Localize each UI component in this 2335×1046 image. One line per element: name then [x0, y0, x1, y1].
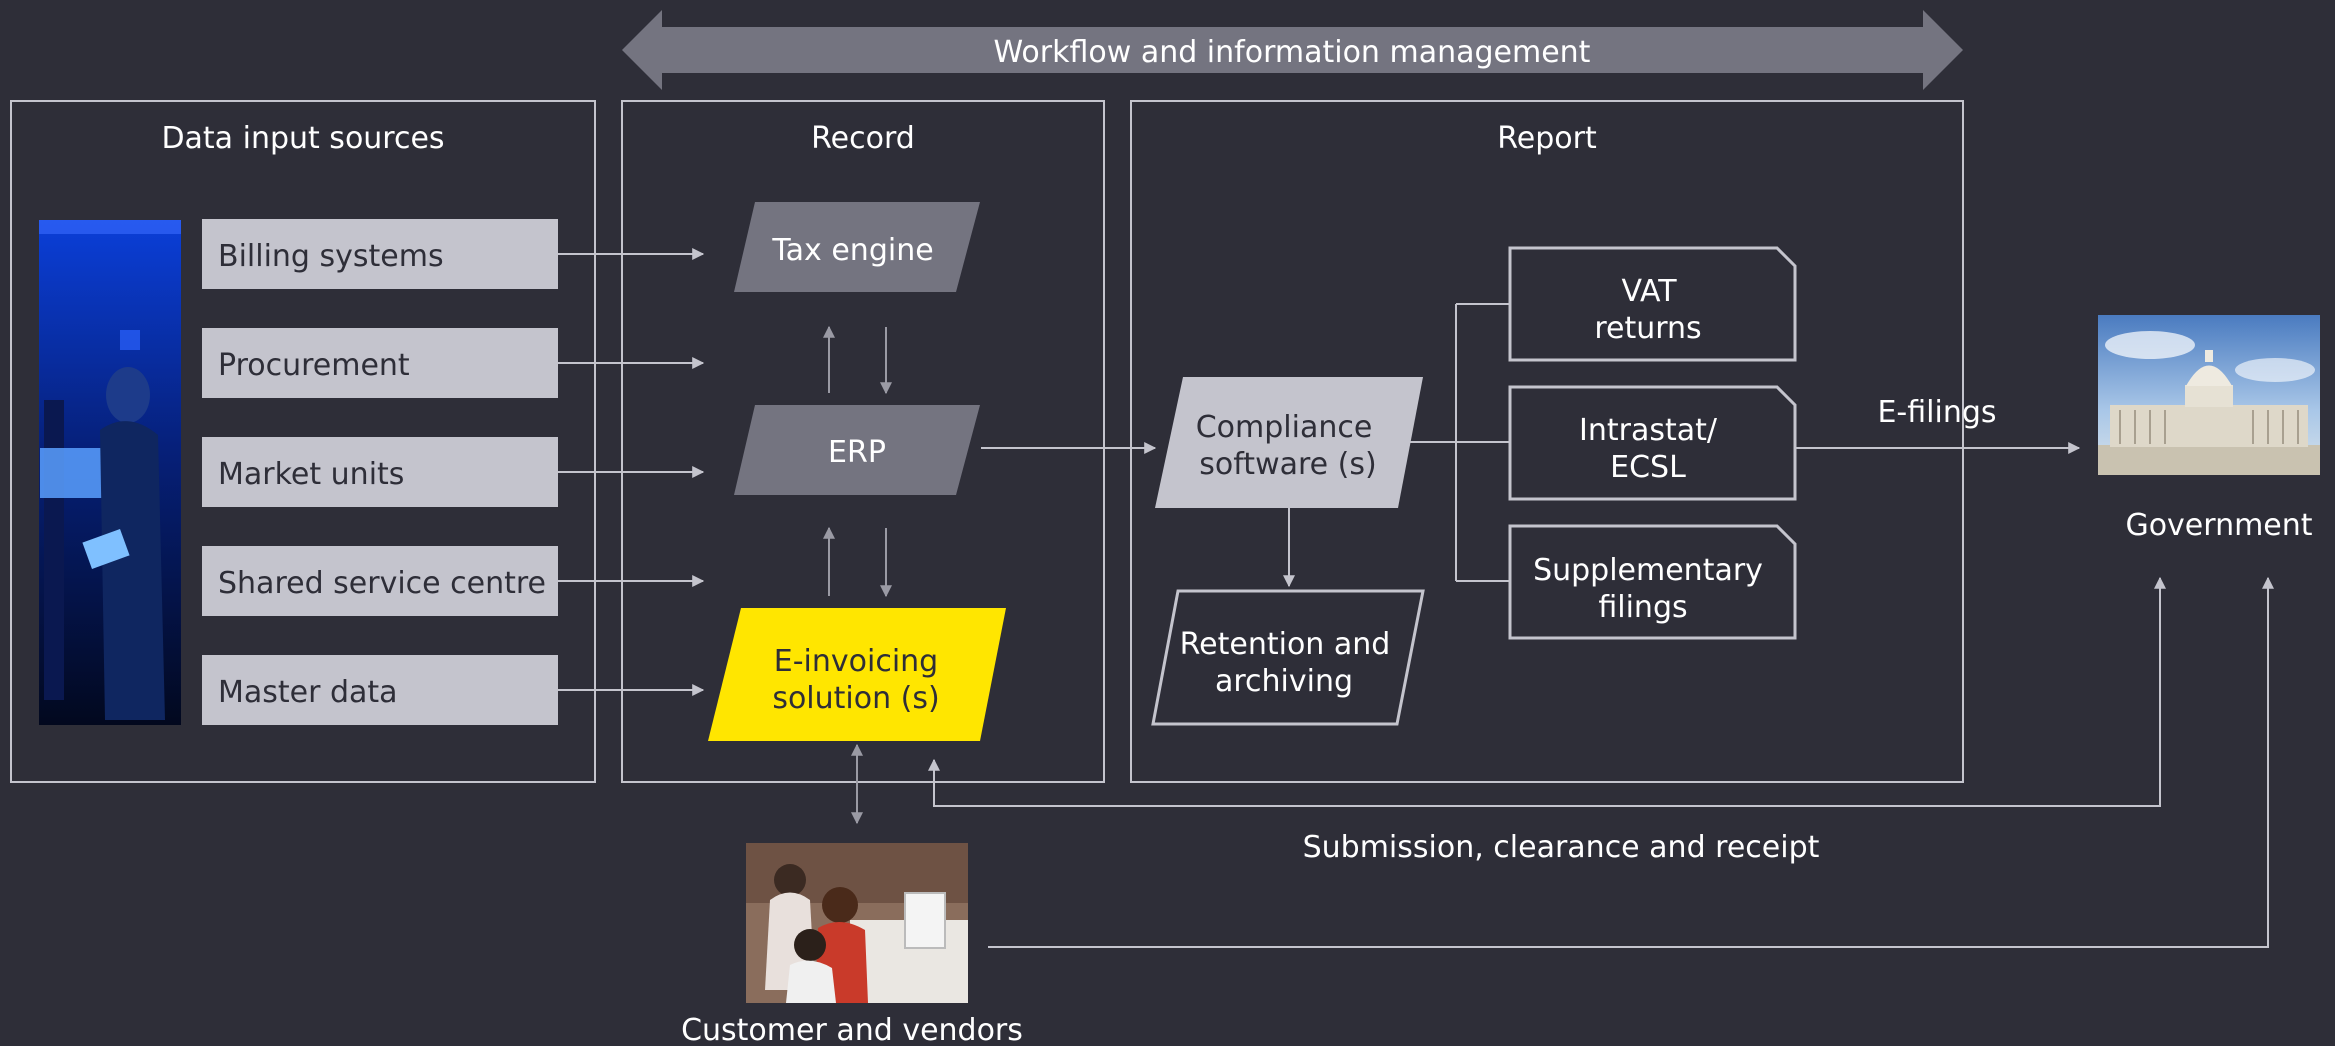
record-section-title: Record	[811, 121, 915, 156]
input-label-master-data: Master data	[218, 675, 398, 710]
retention-label-line2: archiving	[1215, 664, 1353, 699]
input-box-market-units	[202, 437, 558, 507]
workflow-banner: Workflow and information management	[622, 10, 1963, 90]
team-meeting-photo	[746, 843, 968, 1003]
efilings-label: E-filings	[1877, 395, 1996, 430]
supplementary-line2: filings	[1598, 590, 1687, 625]
erp-node: ERP	[734, 405, 980, 495]
documents-bracket	[1400, 303, 1510, 582]
inputs-section-title: Data input sources	[161, 121, 444, 156]
customers-to-government-arrow	[988, 576, 2274, 948]
supplementary-line1: Supplementary	[1533, 553, 1763, 588]
input-box-billing	[202, 219, 558, 289]
compliance-label-line1: Compliance	[1196, 410, 1373, 445]
report-section-frame	[1130, 100, 1964, 783]
einvoicing-label-line2: solution (s)	[772, 681, 939, 716]
intrastat-ecsl-document: Intrastat/ ECSL	[1508, 385, 1797, 501]
vat-returns-document: VAT returns	[1508, 246, 1797, 362]
submission-label: Submission, clearance and receipt	[1303, 830, 1820, 865]
input-box-master-data	[202, 655, 558, 725]
record-arrows	[823, 325, 892, 825]
record-section-frame	[621, 100, 1105, 783]
government-label: Government	[2125, 508, 2312, 543]
inputs-section-frame	[10, 100, 596, 783]
input-arrows	[558, 248, 705, 696]
server-room-photo	[39, 220, 181, 725]
compliance-software-node: Compliance software (s)	[1155, 377, 1423, 508]
banner-label: Workflow and information management	[994, 35, 1591, 70]
tax-engine-label: Tax engine	[771, 233, 933, 268]
input-label-market-units: Market units	[218, 457, 404, 492]
vat-returns-line1: VAT	[1621, 274, 1677, 309]
input-label-billing: Billing systems	[218, 239, 444, 274]
customers-label: Customer and vendors	[681, 1013, 1023, 1046]
submission-loop-arrows	[928, 576, 2166, 807]
capitol-building-photo	[2098, 315, 2320, 475]
intrastat-line1: Intrastat/	[1579, 413, 1718, 448]
input-label-procurement: Procurement	[218, 348, 410, 383]
input-list: Billing systems Procurement Market units…	[202, 219, 558, 725]
supplementary-filings-document: Supplementary filings	[1508, 524, 1797, 640]
retention-label-line1: Retention and	[1180, 627, 1391, 662]
einvoicing-label-line1: E-invoicing	[774, 644, 938, 679]
vat-returns-line2: returns	[1594, 311, 1701, 346]
tax-engine-node: Tax engine	[734, 202, 980, 292]
report-section-title: Report	[1497, 121, 1597, 156]
input-box-shared-service	[202, 546, 558, 616]
einvoicing-node: E-invoicing solution (s)	[708, 608, 1006, 741]
erp-label: ERP	[828, 435, 886, 470]
compliance-label-line2: software (s)	[1199, 447, 1376, 482]
retention-archiving-node: Retention and archiving	[1151, 589, 1425, 726]
input-box-procurement	[202, 328, 558, 398]
intrastat-line2: ECSL	[1610, 450, 1686, 485]
input-label-shared-service: Shared service centre	[218, 566, 546, 601]
